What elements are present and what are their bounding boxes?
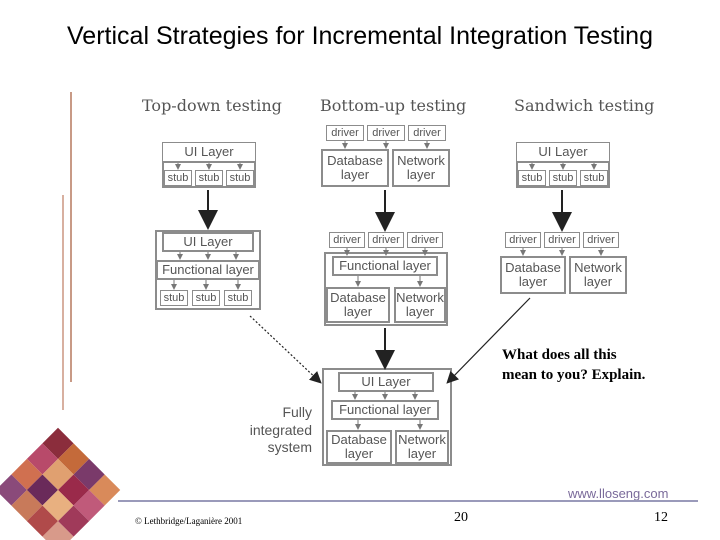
bottomup-stage2-driver: driver xyxy=(407,232,443,248)
decorative-rule xyxy=(70,92,72,382)
integrated-connectors xyxy=(352,392,423,430)
sandwich-stage2-driver: driver xyxy=(583,232,619,248)
topdown-stage2-functional-layer: Functional layer xyxy=(156,260,260,280)
sandwich-stage2-driver: driver xyxy=(544,232,580,248)
sandwich-stage1-stub: stub xyxy=(580,170,608,186)
topdown-stage1-ui-layer: UI Layer xyxy=(163,143,255,163)
topdown-stage1-stub: stub xyxy=(195,170,223,186)
topdown-stage2-stub: stub xyxy=(224,290,252,306)
header-sandwich: Sandwich testing xyxy=(514,96,655,115)
sandwich-stage1-stub: stub xyxy=(518,170,546,186)
footer-credit: © Lethbridge/Laganière 2001 xyxy=(135,516,243,526)
header-bottom-up: Bottom-up testing xyxy=(320,96,467,115)
question-text: What does all this mean to you? Explain. xyxy=(502,347,646,383)
sandwich-stage1-ui-layer: UI Layer xyxy=(517,143,609,163)
page-number: 12 xyxy=(654,510,668,525)
bottomup-stage2-network-layer: Network layer xyxy=(394,287,446,323)
bottomup-stage1-driver: driver xyxy=(408,125,446,141)
integrated-system-label: Fully integrated system xyxy=(249,404,312,455)
slide-title: Vertical Strategies for Incremental Inte… xyxy=(67,22,653,50)
topdown-stage1-stub: stub xyxy=(164,170,192,186)
bottomup-stage1-driver: driver xyxy=(367,125,405,141)
topdown-stage2-stub: stub xyxy=(160,290,188,306)
topdown-stage2-ui-layer: UI Layer xyxy=(162,232,254,252)
sandwich-stage2-connectors xyxy=(520,248,604,256)
bottomup-stage2-functional-layer: Functional layer xyxy=(332,256,438,276)
bottomup-stage1-connectors xyxy=(342,141,430,149)
topdown-stage2-connectors xyxy=(171,252,241,290)
topdown-stage1-connectors xyxy=(175,163,243,170)
bottomup-stage2-database-layer: Database layer xyxy=(326,287,390,323)
website-url: www.lloseng.com xyxy=(568,486,669,501)
topdown-stage2-stub: stub xyxy=(192,290,220,306)
bottomup-stage1-database-layer: Database layer xyxy=(321,149,389,187)
bottomup-stage2-connectors xyxy=(344,248,428,287)
integrated-ui-layer: UI Layer xyxy=(338,372,434,392)
sandwich-stage2-network-layer: Network layer xyxy=(569,256,627,294)
sandwich-stage2-driver: driver xyxy=(505,232,541,248)
decorative-rule-inner xyxy=(62,195,64,410)
arrow-topdown-to-integrated xyxy=(249,315,322,384)
integrated-functional-layer: Functional layer xyxy=(331,400,439,420)
integrated-database-layer: Database layer xyxy=(326,430,392,464)
bottomup-stage2-driver: driver xyxy=(329,232,365,248)
bottomup-stage2-driver: driver xyxy=(368,232,404,248)
arrow-sandwich-to-integrated xyxy=(446,297,531,384)
sandwich-stage1-connectors xyxy=(529,163,597,170)
footer-rule xyxy=(118,500,698,502)
chapter-number: 20 xyxy=(454,510,468,525)
sandwich-stage2-database-layer: Database layer xyxy=(500,256,566,294)
sandwich-stage1-stub: stub xyxy=(549,170,577,186)
header-top-down: Top-down testing xyxy=(142,96,282,115)
bottomup-stage1-network-layer: Network layer xyxy=(392,149,450,187)
bottomup-stage1-driver: driver xyxy=(326,125,364,141)
integrated-network-layer: Network layer xyxy=(395,430,449,464)
topdown-stage1-stub: stub xyxy=(226,170,254,186)
